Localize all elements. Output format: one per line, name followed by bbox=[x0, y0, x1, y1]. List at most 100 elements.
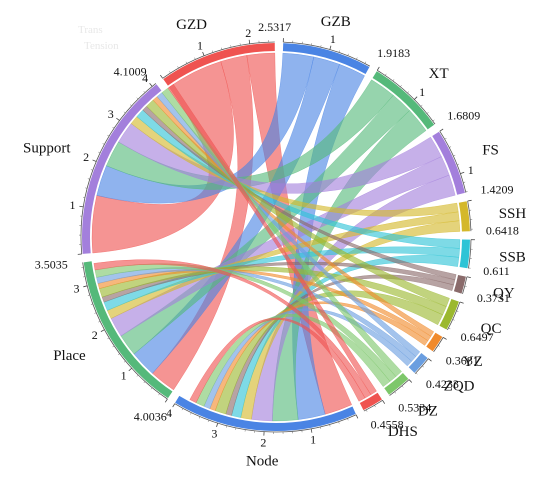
segment-arc-dz bbox=[384, 372, 409, 395]
minor-tick-node bbox=[338, 421, 340, 424]
minor-tick-fs bbox=[453, 154, 456, 157]
minor-tick-gzb bbox=[364, 61, 367, 64]
minor-tick-yz bbox=[437, 345, 440, 347]
minor-tick-place bbox=[112, 345, 115, 348]
tick-place-3 bbox=[83, 285, 88, 288]
segment-outline-support bbox=[80, 83, 157, 255]
minor-tick-gzd bbox=[177, 66, 179, 69]
ribbon-zqd-to-node bbox=[203, 308, 412, 409]
segment-total-dz: 0.5334 bbox=[398, 401, 431, 415]
segment-label-support: Support bbox=[23, 141, 71, 157]
minor-tick-fs bbox=[457, 163, 460, 165]
tick-fs-1 bbox=[460, 171, 465, 174]
minor-tick-node bbox=[347, 418, 349, 421]
tick-xt-1 bbox=[414, 96, 418, 100]
segment-label-yz: YZ bbox=[463, 354, 483, 370]
segment-total-place: 3.5035 bbox=[35, 257, 68, 271]
segment-arc-fs bbox=[432, 131, 465, 195]
segment-outline-node bbox=[174, 403, 357, 433]
tick-dhs-0 bbox=[382, 400, 386, 404]
ribbon-xt-to-support bbox=[106, 79, 394, 190]
tick-place-1 bbox=[128, 367, 132, 372]
minor-tick-node bbox=[198, 416, 201, 419]
segment-label-qy: QY bbox=[493, 286, 515, 302]
minor-tick-node bbox=[207, 419, 210, 423]
minor-tick-xt bbox=[426, 112, 429, 114]
minor-tick-fs bbox=[444, 138, 447, 140]
ribbon-ssh-to-place bbox=[107, 211, 460, 319]
minor-tick-support bbox=[98, 151, 101, 154]
ribbon-yz-to-support bbox=[152, 96, 435, 337]
minor-tick-support bbox=[129, 104, 132, 107]
minor-tick-gzb bbox=[347, 53, 349, 56]
minor-tick-fs bbox=[463, 181, 466, 183]
tick-xt-0 bbox=[376, 66, 380, 71]
tick-support-1 bbox=[79, 205, 84, 208]
tick-label-place-3: 3 bbox=[74, 282, 80, 296]
segment-outline-xt bbox=[377, 70, 436, 125]
minor-tick-place bbox=[117, 353, 120, 355]
minor-tick-support bbox=[123, 111, 126, 114]
minor-tick-dz bbox=[394, 391, 397, 394]
segment-arcs bbox=[80, 41, 472, 433]
minor-tick-gzd bbox=[185, 61, 188, 64]
tick-fs-0 bbox=[439, 128, 444, 132]
tick-label-support-1: 1 bbox=[69, 198, 75, 212]
segment-outline-gzb bbox=[283, 41, 371, 67]
minor-tick-place bbox=[87, 294, 90, 296]
segment-total-gzd: 2.5317 bbox=[258, 20, 291, 34]
ribbon-ssh-to-support bbox=[130, 116, 459, 217]
minor-tick-support bbox=[107, 134, 110, 137]
minor-tick-place bbox=[143, 381, 146, 384]
segment-total-qc: 0.6497 bbox=[461, 330, 494, 344]
tick-gzd-2 bbox=[248, 39, 251, 44]
segment-label-dz: DZ bbox=[418, 403, 438, 419]
segment-outline-zqd bbox=[414, 358, 429, 374]
ribbon-zqd-to-support bbox=[156, 92, 421, 357]
minor-tick-xt bbox=[432, 119, 435, 122]
segment-outline-gzd bbox=[162, 41, 275, 79]
minor-tick-qy bbox=[464, 285, 467, 287]
tick-gzd-1 bbox=[202, 51, 205, 56]
segment-outline-place bbox=[82, 262, 168, 400]
tick-label-gzd-2: 2 bbox=[245, 26, 251, 40]
segment-label-zqd: ZQD bbox=[444, 379, 475, 395]
ribbon-gzd-to-place bbox=[152, 55, 254, 391]
minor-tick-gzb bbox=[338, 50, 340, 53]
minor-tick-place bbox=[90, 303, 93, 305]
minor-tick-node bbox=[181, 408, 184, 411]
tick-gzd-0 bbox=[160, 74, 163, 79]
segment-arc-support bbox=[81, 84, 162, 254]
tick-label-fs-1: 1 bbox=[468, 163, 474, 177]
minor-tick-place bbox=[94, 312, 97, 314]
tick-label-gzb-1: 1 bbox=[330, 32, 336, 46]
minor-tick-zqd bbox=[422, 365, 424, 368]
segment-arc-ssb bbox=[459, 239, 470, 269]
tick-place-2 bbox=[100, 329, 105, 332]
tick-label-support-2: 2 bbox=[83, 150, 89, 164]
tick-zqd-0 bbox=[428, 358, 432, 362]
minor-tick-place bbox=[150, 387, 153, 390]
minor-tick-dhs bbox=[365, 409, 368, 412]
ribbon-fs-to-support bbox=[118, 123, 442, 194]
tick-node-1 bbox=[310, 428, 313, 433]
segment-label-gzb: GZB bbox=[321, 14, 351, 30]
minor-tick-xt bbox=[385, 73, 387, 76]
tick-node-4 bbox=[172, 403, 176, 408]
segment-total-zqd: 0.4233 bbox=[426, 377, 459, 391]
minor-tick-xt bbox=[392, 79, 395, 82]
tick-label-support-4: 4 bbox=[142, 71, 148, 85]
segment-outline-dhs bbox=[363, 399, 383, 412]
tick-label-support-3: 3 bbox=[108, 107, 114, 121]
tick-support-3 bbox=[116, 117, 120, 121]
segment-total-support: 4.1009 bbox=[114, 65, 147, 79]
minor-tick-support bbox=[102, 143, 105, 145]
segment-total-dhs: 0.4558 bbox=[371, 417, 404, 431]
ribbon-gzb-to-support bbox=[96, 52, 315, 204]
tick-label-xt-1: 1 bbox=[419, 85, 425, 99]
minor-tick-gzd bbox=[194, 57, 196, 60]
segment-outline-ssh bbox=[467, 200, 472, 232]
segment-label-dhs: DHS bbox=[388, 424, 418, 440]
